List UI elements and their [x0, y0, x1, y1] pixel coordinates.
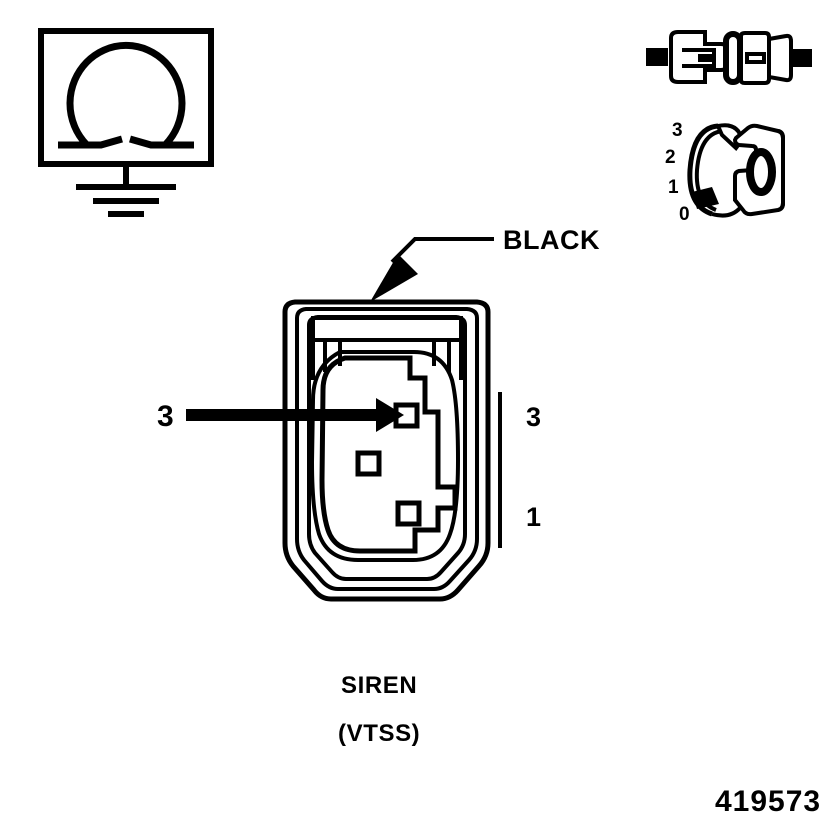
- pin-cavity-2: [355, 450, 382, 477]
- endview-bore-icon: [746, 148, 776, 196]
- omega-arc-icon: [66, 41, 186, 147]
- omega-foot-left: [58, 135, 123, 149]
- callout-arrowhead-icon: [370, 254, 418, 302]
- probe-wire-right: [790, 49, 812, 67]
- siren-connector-graphic: [282, 299, 491, 602]
- page-subtitle: (VTSS): [338, 720, 421, 747]
- probe-pin-label: 3: [157, 400, 174, 433]
- probe-blade-detail: [682, 48, 716, 68]
- connector-shell-outer: [282, 299, 491, 602]
- endview-pin-label-2: 2: [665, 147, 676, 168]
- connector-cavity-wall: [319, 355, 458, 554]
- endview-pin-label-1: 1: [668, 177, 679, 198]
- probe-slot: [745, 52, 766, 64]
- black-wire-callout-leader: [370, 237, 494, 302]
- endview-collar-bottom: [711, 206, 742, 218]
- connector-shell-second: [295, 307, 479, 591]
- probe-arrow-shaft: [186, 409, 376, 421]
- callout-leader-line: [390, 237, 494, 264]
- omega-foot-right: [129, 135, 194, 149]
- probe-arrowhead-icon: [376, 398, 404, 432]
- connector-probe-icon: [646, 30, 812, 85]
- pin3-probe-arrow: [186, 398, 404, 432]
- endview-pin-label-0: 0: [679, 204, 690, 225]
- connector-pin-label-1: 1: [526, 502, 542, 532]
- connector-cavity-guide: [309, 350, 461, 562]
- black-wire-label: BLACK: [503, 225, 600, 255]
- endview-pin-label-3: 3: [672, 120, 683, 141]
- pin-cavity-1: [395, 500, 422, 527]
- endview-index-marker-icon: [692, 187, 719, 209]
- page-title: SIREN: [341, 672, 418, 699]
- connector-latch-bar: [311, 316, 463, 342]
- figure-number: 419573: [715, 785, 822, 818]
- connector-pin-label-3: 3: [526, 402, 542, 432]
- endview-body-edge: [777, 129, 785, 212]
- ohmmeter-symbol: [38, 28, 214, 217]
- probe-wire-left: [646, 48, 668, 66]
- probe-barrel-rear: [767, 33, 793, 83]
- probe-gasket: [723, 31, 743, 85]
- connector-end-view-icon: [687, 123, 785, 218]
